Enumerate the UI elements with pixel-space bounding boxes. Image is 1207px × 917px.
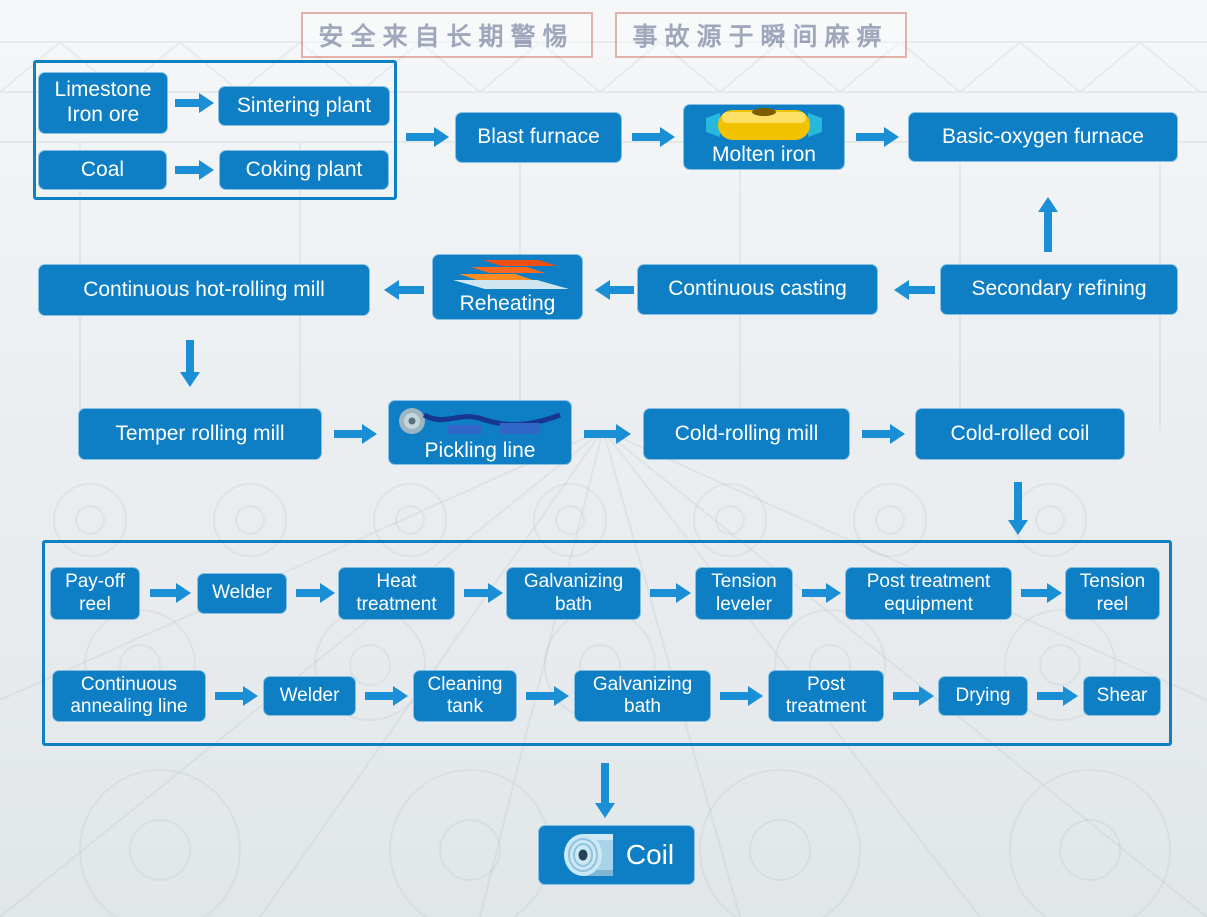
node-cold-rolled-coil: Cold-rolled coil — [915, 408, 1125, 460]
node-basic-oxygen-furnace: Basic-oxygen furnace — [908, 112, 1178, 162]
node-secondary-refining: Secondary refining — [940, 264, 1178, 315]
node-label: Coking plant — [245, 157, 363, 181]
node-label: Cleaning tank — [427, 673, 503, 717]
node-label: Tension reel — [1079, 571, 1146, 615]
arrow-right — [1037, 692, 1063, 700]
node-label: Welder — [212, 582, 272, 604]
galvanizing-lines-group — [42, 540, 1172, 746]
arrow-right — [720, 692, 748, 700]
node-galvanizing-bath-1: Galvanizing bath — [506, 567, 641, 620]
pickling-line-icon — [399, 407, 561, 434]
arrow-right — [365, 692, 393, 700]
arrow-right — [175, 166, 199, 174]
node-label: Temper rolling mill — [115, 421, 285, 445]
node-label: Continuous casting — [668, 277, 847, 301]
node-molten-iron: Molten iron — [683, 104, 845, 170]
node-label: Coil — [625, 839, 675, 871]
node-label: Secondary refining — [971, 277, 1147, 301]
node-cold-rolling-mill: Cold-rolling mill — [643, 408, 850, 460]
node-label: Continuous annealing line — [70, 673, 188, 717]
node-label: Pay-off reel — [65, 571, 125, 615]
node-continuous-casting: Continuous casting — [637, 264, 878, 315]
node-shear: Shear — [1083, 676, 1161, 716]
arrow-right — [406, 133, 434, 141]
node-tension-leveler: Tension leveler — [695, 567, 793, 620]
node-post-treatment-equipment: Post treatment equipment — [845, 567, 1012, 620]
node-cleaning-tank: Cleaning tank — [413, 670, 517, 722]
arrow-right — [893, 692, 919, 700]
node-label: Tension leveler — [711, 571, 777, 615]
node-drying: Drying — [938, 676, 1028, 716]
arrow-right — [296, 589, 320, 597]
node-label: Post treatment equipment — [866, 571, 991, 615]
node-label: Heat treatment — [356, 571, 437, 615]
arrow-right — [150, 589, 176, 597]
node-coal: Coal — [38, 150, 167, 190]
node-heat-treatment: Heat treatment — [338, 567, 455, 620]
arrow-down — [1014, 482, 1022, 520]
arrow-right — [862, 430, 890, 438]
node-tension-reel: Tension reel — [1065, 567, 1160, 620]
node-label: Blast furnace — [477, 125, 600, 149]
arrow-right — [526, 692, 554, 700]
node-label: Welder — [279, 684, 340, 706]
arrow-right — [650, 589, 676, 597]
node-label: Limestone Iron ore — [54, 78, 152, 126]
node-temper-rolling-mill: Temper rolling mill — [78, 408, 322, 460]
node-label: Basic-oxygen furnace — [942, 124, 1144, 148]
node-label: Drying — [955, 684, 1011, 706]
node-label: Molten iron — [712, 143, 816, 167]
arrow-right — [334, 430, 362, 438]
node-limestone-iron-ore: Limestone Iron ore — [38, 72, 168, 134]
arrow-right — [464, 589, 488, 597]
arrow-up — [1044, 212, 1052, 252]
node-label: Continuous hot-rolling mill — [83, 277, 325, 301]
node-continuous-hot-rolling-mill: Continuous hot-rolling mill — [38, 264, 370, 316]
safety-slogan-banner: 安全来自长期警惕 事故源于瞬间麻痹 — [300, 12, 907, 58]
arrow-right — [632, 133, 660, 141]
node-label: Shear — [1096, 684, 1148, 706]
arrow-left — [909, 286, 935, 294]
node-label: Coal — [80, 157, 125, 181]
node-blast-furnace: Blast furnace — [455, 112, 622, 163]
node-coil: Coil — [538, 825, 695, 885]
arrow-right — [175, 99, 199, 107]
banner-text-right: 事故源于瞬间麻痹 — [614, 12, 907, 58]
reheating-slabs-icon — [452, 260, 569, 290]
torpedo-ladle-icon — [706, 108, 822, 141]
arrow-down — [186, 340, 194, 372]
raw-materials-group — [33, 60, 397, 200]
node-label: Cold-rolled coil — [950, 421, 1090, 445]
arrow-left — [610, 286, 634, 294]
node-pay-off-reel: Pay-off reel — [50, 567, 140, 620]
arrow-right — [1021, 589, 1047, 597]
arrow-left — [399, 286, 424, 294]
steel-coil-icon — [563, 834, 613, 876]
node-continuous-annealing-line: Continuous annealing line — [52, 670, 206, 722]
node-label: Post treatment — [785, 673, 867, 717]
arrow-right — [215, 692, 243, 700]
node-label: Galvanizing bath — [523, 571, 624, 615]
node-label: Galvanizing bath — [592, 673, 693, 717]
arrow-right — [584, 430, 616, 438]
node-welder-2: Welder — [263, 676, 356, 716]
arrow-down — [601, 763, 609, 803]
node-label: Sintering plant — [236, 93, 372, 117]
node-post-treatment: Post treatment — [768, 670, 884, 722]
node-coking-plant: Coking plant — [219, 150, 389, 190]
node-label: Cold-rolling mill — [674, 421, 819, 445]
arrow-right — [856, 133, 884, 141]
arrow-right — [802, 589, 826, 597]
node-galvanizing-bath-2: Galvanizing bath — [574, 670, 711, 722]
node-label: Reheating — [459, 292, 556, 316]
node-reheating: Reheating — [432, 254, 583, 320]
node-pickling-line: Pickling line — [388, 400, 572, 465]
node-label: Pickling line — [424, 438, 536, 462]
node-sintering-plant: Sintering plant — [218, 86, 390, 126]
node-welder-1: Welder — [197, 573, 287, 614]
banner-text-left: 安全来自长期警惕 — [300, 12, 593, 58]
